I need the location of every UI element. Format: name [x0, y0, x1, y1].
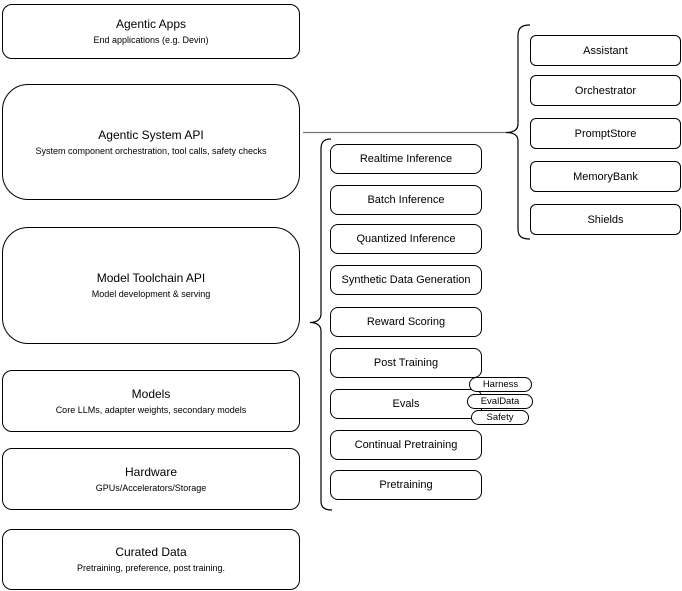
pill-label: Harness	[482, 379, 519, 390]
pill-label: Safety	[486, 412, 514, 423]
node-label: Continual Pretraining	[354, 439, 458, 451]
pill-harness: Harness	[469, 377, 532, 392]
node-subtitle: Pretraining, preference, post training.	[76, 563, 226, 573]
node-title: Hardware	[124, 464, 178, 479]
node-subtitle: End applications (e.g. Devin)	[93, 35, 209, 45]
node-synthetic-data-generation: Synthetic Data Generation	[330, 265, 482, 295]
node-subtitle: Core LLMs, adapter weights, secondary mo…	[55, 404, 247, 415]
node-title: Model Toolchain API	[96, 271, 206, 285]
node-post-training: Post Training	[330, 348, 482, 378]
node-label: Reward Scoring	[366, 316, 446, 328]
pill-safety: Safety	[471, 410, 529, 425]
node-memorybank: MemoryBank	[530, 161, 681, 192]
node-evals: Evals	[330, 389, 482, 419]
node-title: Agentic System API	[98, 127, 204, 142]
node-label: Pretraining	[379, 479, 433, 491]
node-label: Evals	[392, 398, 420, 410]
node-title: Models	[131, 386, 171, 401]
node-label: Batch Inference	[367, 194, 445, 206]
node-promptstore: PromptStore	[530, 118, 681, 149]
node-title: Curated Data	[115, 545, 187, 559]
node-title: Agentic Apps	[115, 17, 187, 31]
node-reward-scoring: Reward Scoring	[330, 307, 482, 337]
node-batch-inference: Batch Inference	[330, 185, 482, 215]
node-assistant: Assistant	[530, 35, 681, 66]
system-components-brace	[505, 24, 531, 240]
node-agentic-system-api: Agentic System API System component orch…	[2, 84, 300, 200]
node-label: MemoryBank	[573, 170, 638, 183]
node-subtitle: Model development & serving	[91, 289, 211, 299]
toolchain-brace	[309, 138, 333, 511]
node-subtitle: GPUs/Accelerators/Storage	[95, 482, 207, 493]
node-label: Quantized Inference	[356, 233, 456, 245]
node-label: Post Training	[373, 357, 439, 369]
node-label: Shields	[587, 213, 624, 226]
node-label: Assistant	[583, 44, 628, 57]
node-hardware: Hardware GPUs/Accelerators/Storage	[2, 448, 300, 510]
node-label: Orchestrator	[574, 84, 637, 97]
node-orchestrator: Orchestrator	[530, 75, 681, 106]
node-subtitle: System component orchestration, tool cal…	[35, 145, 267, 156]
node-shields: Shields	[530, 204, 681, 235]
node-pretraining: Pretraining	[330, 470, 482, 500]
pill-evaldata: EvalData	[467, 394, 533, 409]
node-model-toolchain-api: Model Toolchain API Model development & …	[2, 227, 300, 344]
node-quantized-inference: Quantized Inference	[330, 224, 482, 254]
node-label: Synthetic Data Generation	[341, 274, 471, 286]
node-label: Realtime Inference	[359, 153, 453, 165]
node-label: PromptStore	[574, 127, 637, 140]
node-realtime-inference: Realtime Inference	[330, 144, 482, 174]
node-models: Models Core LLMs, adapter weights, secon…	[2, 370, 300, 432]
node-continual-pretraining: Continual Pretraining	[330, 430, 482, 460]
pill-label: EvalData	[480, 396, 520, 407]
node-agentic-apps: Agentic Apps End applications (e.g. Devi…	[2, 4, 300, 59]
node-curated-data: Curated Data Pretraining, preference, po…	[2, 529, 300, 590]
